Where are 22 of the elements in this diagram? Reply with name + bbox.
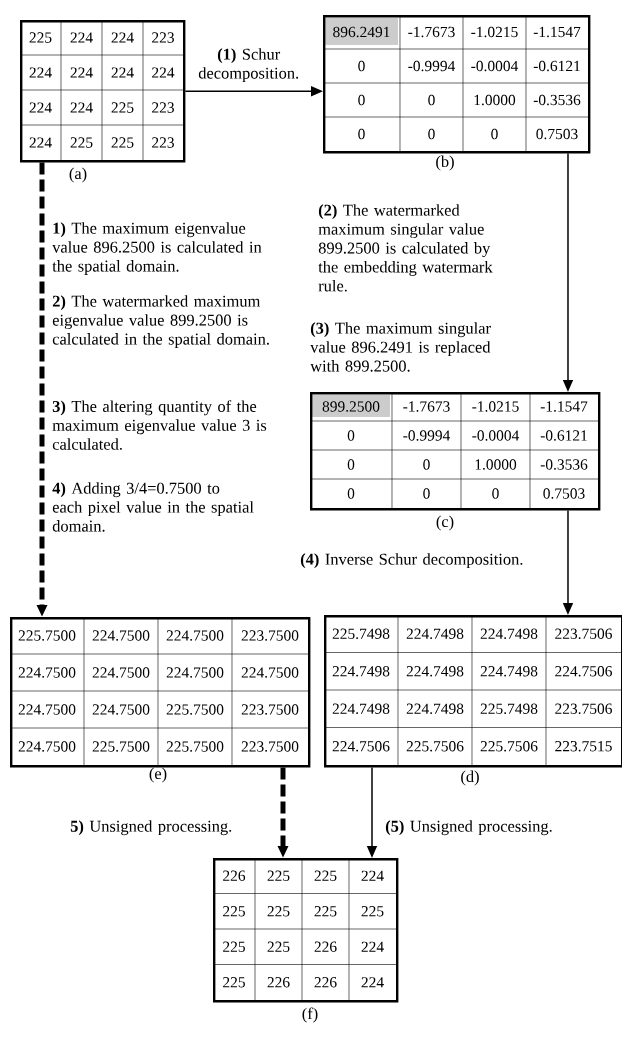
node-label: (d) (461, 770, 479, 786)
node-label: (f) (302, 1007, 318, 1023)
node-label: (c) (436, 515, 454, 531)
edge-label: (4) Inverse Schur decomposition. (300, 553, 523, 569)
node-label: (a) (69, 167, 87, 183)
matrix-table: 225.7500 224.7500 224.7500 223.7500 224.7500 224.7500 224.7500 224.7500 224.7500 224.7500 225.7500 223.7500 224.7500 225.7500 225.7500 223.7500 (9, 616, 311, 768)
step-note: 1) The maximum eigenvalue value 896.2500 is calculated in the spatial domain. (52, 222, 262, 275)
step-note: 2) The watermarked maximum eigenvalue value 899.2500 is calculated in the spatial domain. (52, 295, 269, 348)
matrix-table: 225 224 224 223 224 224 224 224 224 224 225 223 224 225 225 223 (19, 19, 186, 163)
matrix-table: 896.2491 -1.7673 -1.0215 -1.1547 0 -0.9994 -0.0004 -0.6121 0 0 1.0000 -0.3536 0 0 0 0.7503 (322, 14, 591, 154)
node-label: (e) (149, 767, 167, 783)
matrix-table: 899.2500 -1.7673 -1.0215 -1.1547 0 -0.9994 -0.0004 -0.6121 0 0 1.0000 -0.3536 0 0 0 0.7503 (309, 391, 601, 511)
step-note: (3) The maximum singular value 896.2491 is replaced with 899.2500. (310, 322, 491, 372)
edge-label: 5) Unsigned processing. (70, 820, 232, 836)
edge-label: (2) The watermarked maximum singular value 899.2500 is calculated by the embedding watermark rule. (318, 204, 493, 292)
step-note: 3) The altering quantity of the maximum eigenvalue value 3 is calculated. (52, 400, 267, 450)
node-label: (b) (436, 155, 454, 171)
step-note: 4) Adding 3/4=0.7500 to each pixel value in the spatial domain. (52, 482, 254, 532)
matrix-table: 225.7498 224.7498 224.7498 223.7506 224.7498 224.7498 224.7498 224.7506 224.7498 224.7498 225.7498 223.7506 224.7506 225.7506 225.7506 223.7515 (323, 614, 622, 768)
matrix-table: 226 225 225 224 225 225 225 225 225 225 226 224 225 226 226 224 (212, 857, 399, 1003)
edge-label: (1) Schur decomposition. (198, 48, 299, 83)
edge-label: (5) Unsigned processing. (385, 820, 552, 836)
